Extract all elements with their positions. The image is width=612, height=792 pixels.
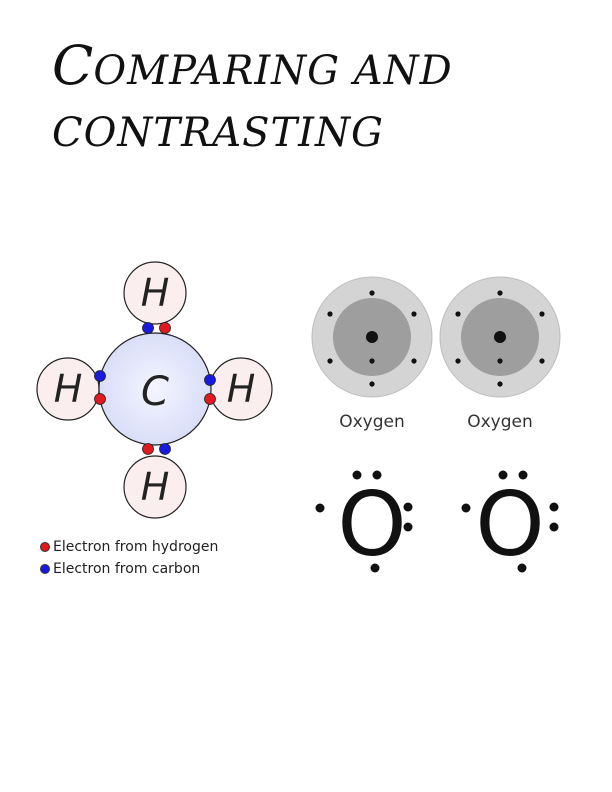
legend-item-hydrogen: Electron from hydrogen (40, 536, 218, 558)
unpaired-electron (461, 503, 471, 513)
lone-pair-electron (403, 502, 413, 512)
legend-label-hydrogen: Electron from hydrogen (53, 539, 219, 555)
oxygen-bohr-model-2 (439, 276, 561, 398)
lone-pair-electron (403, 522, 413, 532)
electron (369, 290, 375, 296)
unpaired-electron (370, 563, 380, 573)
electron-hydrogen-left (94, 393, 106, 405)
lone-pair-electron (549, 502, 559, 512)
methane-diagram: C H H H H (36, 261, 273, 519)
electron (411, 311, 417, 317)
electron-hydrogen-right (204, 393, 216, 405)
electron (497, 290, 503, 296)
oxygen-lewis-symbol: O (475, 473, 544, 576)
hydrogen-symbol-right: H (227, 367, 256, 411)
lone-pair-electron (518, 470, 528, 480)
hydrogen-symbol-top: H (141, 271, 170, 315)
hydrogen-symbol-bottom: H (141, 465, 170, 509)
lone-pair-electron (549, 522, 559, 532)
electron-carbon-left (94, 370, 106, 382)
electron-carbon-bottom (159, 443, 171, 455)
oxygen-label-1: Oxygen (339, 412, 405, 432)
electron-carbon-top (142, 322, 154, 334)
hydrogen-atom-bottom (123, 455, 187, 519)
electron (327, 358, 333, 364)
lone-pair-electron (372, 470, 382, 480)
oxygen-label-2: Oxygen (467, 412, 533, 432)
electron-hydrogen-bottom (142, 443, 154, 455)
electron (497, 358, 503, 364)
legend: Electron from hydrogen Electron from car… (40, 536, 218, 580)
title-line-2: CONTRASTING (52, 110, 384, 156)
electron (369, 358, 375, 364)
electron (369, 381, 375, 387)
oxygen-lewis-symbol: O (337, 473, 406, 576)
nucleus (366, 331, 378, 343)
legend-label-carbon: Electron from carbon (53, 561, 201, 577)
nucleus (494, 331, 506, 343)
oxygen-lewis-structure-1: O (315, 470, 413, 576)
title-initial: C (52, 34, 94, 97)
electron (455, 311, 461, 317)
electron (539, 311, 545, 317)
hydrogen-symbol-left: H (54, 367, 83, 411)
unpaired-electron (517, 563, 527, 573)
unpaired-electron (315, 503, 325, 513)
electron-hydrogen-top (159, 322, 171, 334)
title-line-1: OMPARING AND (93, 48, 453, 94)
electron (327, 311, 333, 317)
carbon-atom (98, 332, 212, 446)
page-title: COMPARING AND CONTRASTING (52, 36, 572, 165)
oxygen-lewis-structure-2: O (461, 470, 559, 576)
blue-dot-icon (40, 564, 50, 574)
oxygen-bohr-model-1 (311, 276, 433, 398)
lone-pair-electron (498, 470, 508, 480)
lone-pair-electron (352, 470, 362, 480)
electron (455, 358, 461, 364)
electron-carbon-right (204, 374, 216, 386)
legend-item-carbon: Electron from carbon (40, 558, 218, 580)
red-dot-icon (40, 542, 50, 552)
carbon-symbol: C (141, 369, 169, 415)
electron (411, 358, 417, 364)
electron (497, 381, 503, 387)
electron (539, 358, 545, 364)
hydrogen-atom-top (123, 261, 187, 325)
